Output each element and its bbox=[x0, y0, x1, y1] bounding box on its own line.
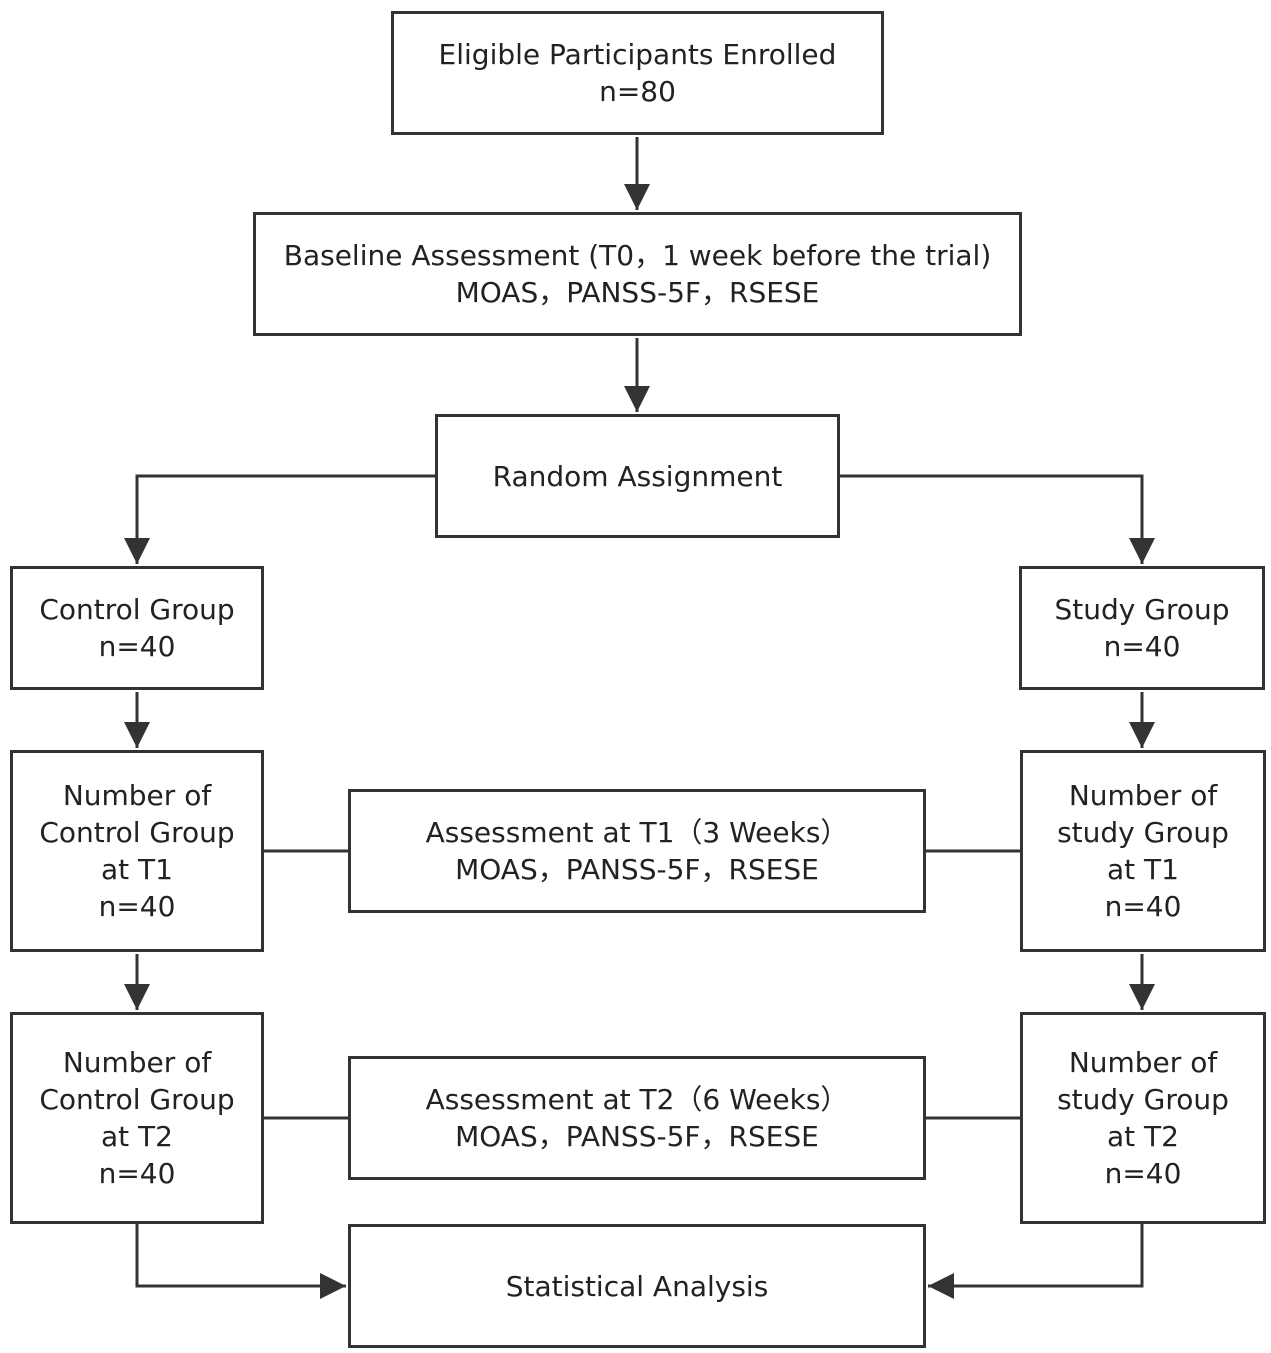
stats-label: Statistical Analysis bbox=[505, 1269, 769, 1303]
assess-t1-measures: MOAS，PANSS-5F，RSESE bbox=[455, 853, 819, 886]
enrolled-count: n=80 bbox=[599, 75, 676, 108]
arrow-random-to-study bbox=[840, 474, 1155, 564]
arrow-random-to-control bbox=[124, 474, 435, 564]
control-group-t2-box: Number of Control Group at T2 n=40 bbox=[10, 1012, 264, 1224]
study-t2-line-2: study Group bbox=[1057, 1083, 1229, 1116]
control-count: n=40 bbox=[98, 630, 176, 663]
enrolled-label: Eligible Participants Enrolled bbox=[438, 38, 837, 71]
study-t2-count: n=40 bbox=[1104, 1157, 1182, 1190]
assess-t2-measures: MOAS，PANSS-5F，RSESE bbox=[455, 1120, 819, 1153]
arrow-study-t2-to-stats bbox=[928, 1224, 1144, 1299]
control-t1-count: n=40 bbox=[98, 890, 176, 923]
control-t2-line-3: at T2 bbox=[101, 1120, 173, 1153]
baseline-measures: MOAS，PANSS-5F，RSESE bbox=[455, 276, 820, 309]
arrow-control-t2-to-stats bbox=[135, 1224, 346, 1299]
baseline-assessment-box: Baseline Assessment (T0，1 week before th… bbox=[253, 212, 1022, 336]
study-group-t2-box: Number of study Group at T2 n=40 bbox=[1020, 1012, 1266, 1224]
study-t2-line-1: Number of bbox=[1068, 1046, 1218, 1079]
control-t1-line-3: at T1 bbox=[101, 853, 173, 886]
study-t1-count: n=40 bbox=[1104, 890, 1182, 923]
assess-t1-label: Assessment at T1（3 Weeks） bbox=[425, 816, 849, 849]
study-group-t1-box: Number of study Group at T1 n=40 bbox=[1020, 750, 1266, 952]
statistical-analysis-box: Statistical Analysis bbox=[348, 1224, 926, 1348]
control-t2-line-2: Control Group bbox=[39, 1083, 235, 1116]
study-group-box: Study Group n=40 bbox=[1019, 566, 1265, 690]
enrolled-box: Eligible Participants Enrolled n=80 bbox=[391, 11, 884, 135]
study-t1-line-3: at T1 bbox=[1107, 853, 1179, 886]
assessment-t1-box: Assessment at T1（3 Weeks） MOAS，PANSS-5F，… bbox=[348, 789, 926, 913]
control-t1-line-2: Control Group bbox=[39, 816, 235, 849]
study-t1-line-1: Number of bbox=[1068, 779, 1218, 812]
control-label: Control Group bbox=[39, 593, 235, 626]
control-group-box: Control Group n=40 bbox=[10, 566, 264, 690]
study-count: n=40 bbox=[1103, 630, 1181, 663]
study-t2-line-3: at T2 bbox=[1107, 1120, 1179, 1153]
control-t2-line-1: Number of bbox=[62, 1046, 212, 1079]
study-t1-line-2: study Group bbox=[1057, 816, 1229, 849]
baseline-label: Baseline Assessment (T0，1 week before th… bbox=[283, 239, 992, 272]
random-assignment-box: Random Assignment bbox=[435, 414, 840, 538]
assess-t2-label: Assessment at T2（6 Weeks） bbox=[425, 1083, 849, 1116]
control-group-t1-box: Number of Control Group at T1 n=40 bbox=[10, 750, 264, 952]
assessment-t2-box: Assessment at T2（6 Weeks） MOAS，PANSS-5F，… bbox=[348, 1056, 926, 1180]
study-label: Study Group bbox=[1054, 593, 1230, 626]
control-t1-line-1: Number of bbox=[62, 779, 212, 812]
control-t2-count: n=40 bbox=[98, 1157, 176, 1190]
random-label: Random Assignment bbox=[492, 459, 783, 493]
